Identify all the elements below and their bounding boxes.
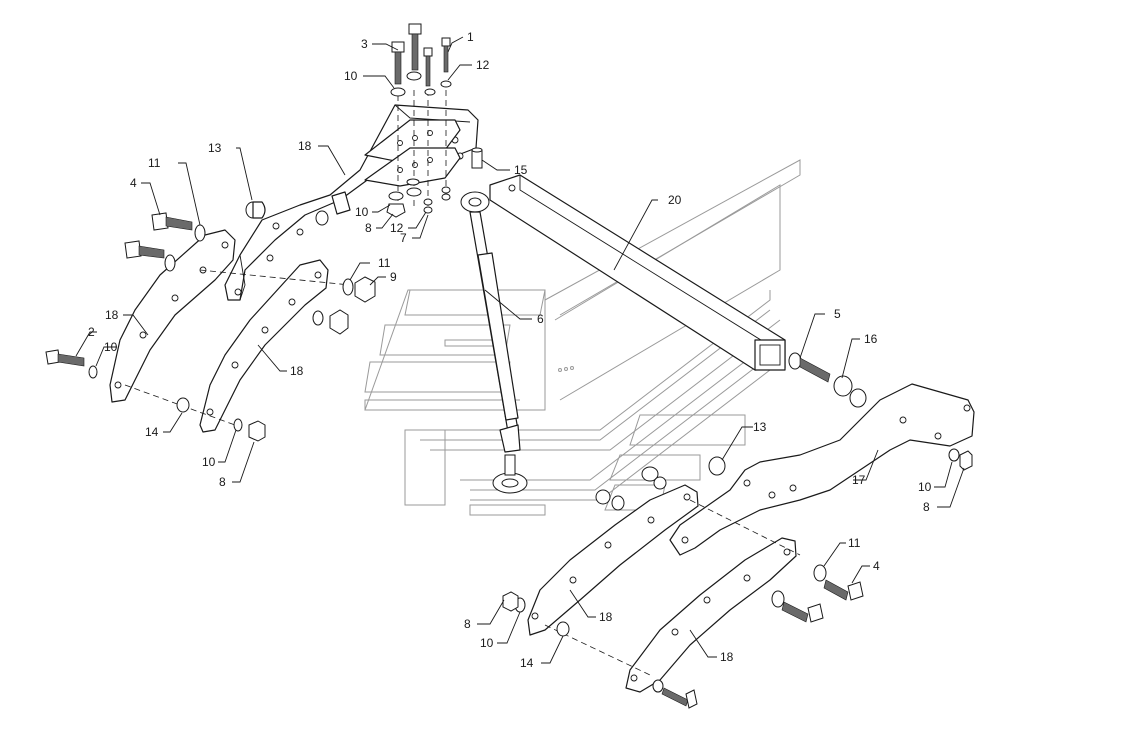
callout-10-mid: 10 bbox=[355, 205, 369, 219]
callout-8-left: 8 bbox=[219, 475, 226, 489]
callout-10-top: 10 bbox=[344, 69, 358, 83]
callout-11-right: 11 bbox=[848, 536, 861, 550]
callout-10-lower: 10 bbox=[480, 636, 494, 650]
callout-11-mid: 11 bbox=[378, 256, 391, 270]
upper-hardware bbox=[315, 147, 483, 226]
callout-18-lower-right: 18 bbox=[720, 650, 734, 664]
callout-1: 1 bbox=[467, 30, 474, 44]
callout-18-lower: 18 bbox=[599, 610, 613, 624]
callout-20: 20 bbox=[668, 193, 682, 207]
callout-10-left: 10 bbox=[104, 340, 118, 354]
callout-5: 5 bbox=[834, 307, 841, 321]
callout-4-left: 4 bbox=[130, 176, 137, 190]
callout-8-top: 8 bbox=[365, 221, 372, 235]
callout-2: 2 bbox=[88, 325, 95, 339]
left-brackets bbox=[109, 229, 351, 433]
toplink-rod bbox=[460, 191, 528, 494]
right-lower-brackets bbox=[527, 484, 801, 693]
callout-10-lower-left: 10 bbox=[202, 455, 216, 469]
callout-16: 16 bbox=[864, 332, 878, 346]
spacer-13-upper bbox=[245, 201, 266, 219]
callout-3: 3 bbox=[361, 37, 368, 51]
right-bracket-17 bbox=[669, 383, 975, 556]
callout-12-mid: 12 bbox=[390, 221, 404, 235]
left-hardware bbox=[45, 212, 376, 442]
callout-14-left: 14 bbox=[145, 425, 159, 439]
callout-8-lower: 8 bbox=[464, 617, 471, 631]
bolt-5-spacer-16 bbox=[788, 352, 867, 408]
callout-18-left: 18 bbox=[105, 308, 119, 322]
callout-14-lower: 14 bbox=[520, 656, 534, 670]
callout-13-right: 13 bbox=[753, 420, 767, 434]
callout-numbers: 1 2 3 4 4 5 6 7 8 8 8 8 9 10 10 10 10 10… bbox=[88, 30, 932, 670]
callout-11-left: 11 bbox=[148, 156, 161, 170]
callout-6: 6 bbox=[537, 312, 544, 326]
right-lower-hardware bbox=[502, 564, 864, 709]
leader-lines bbox=[75, 36, 965, 664]
callout-12-top: 12 bbox=[476, 58, 490, 72]
callout-15: 15 bbox=[514, 163, 528, 177]
callout-10-right: 10 bbox=[918, 480, 932, 494]
callout-4-right: 4 bbox=[873, 559, 880, 573]
callout-13-left: 13 bbox=[208, 141, 222, 155]
callout-8-right: 8 bbox=[923, 500, 930, 514]
callout-18-top: 18 bbox=[298, 139, 312, 153]
top-bolts bbox=[390, 23, 452, 97]
callout-18-mid: 18 bbox=[290, 364, 304, 378]
callout-17: 17 bbox=[852, 473, 866, 487]
spacer-13-right bbox=[595, 456, 726, 511]
callout-9: 9 bbox=[390, 270, 397, 284]
callout-7: 7 bbox=[400, 231, 407, 245]
crossbar-20 bbox=[489, 174, 786, 371]
